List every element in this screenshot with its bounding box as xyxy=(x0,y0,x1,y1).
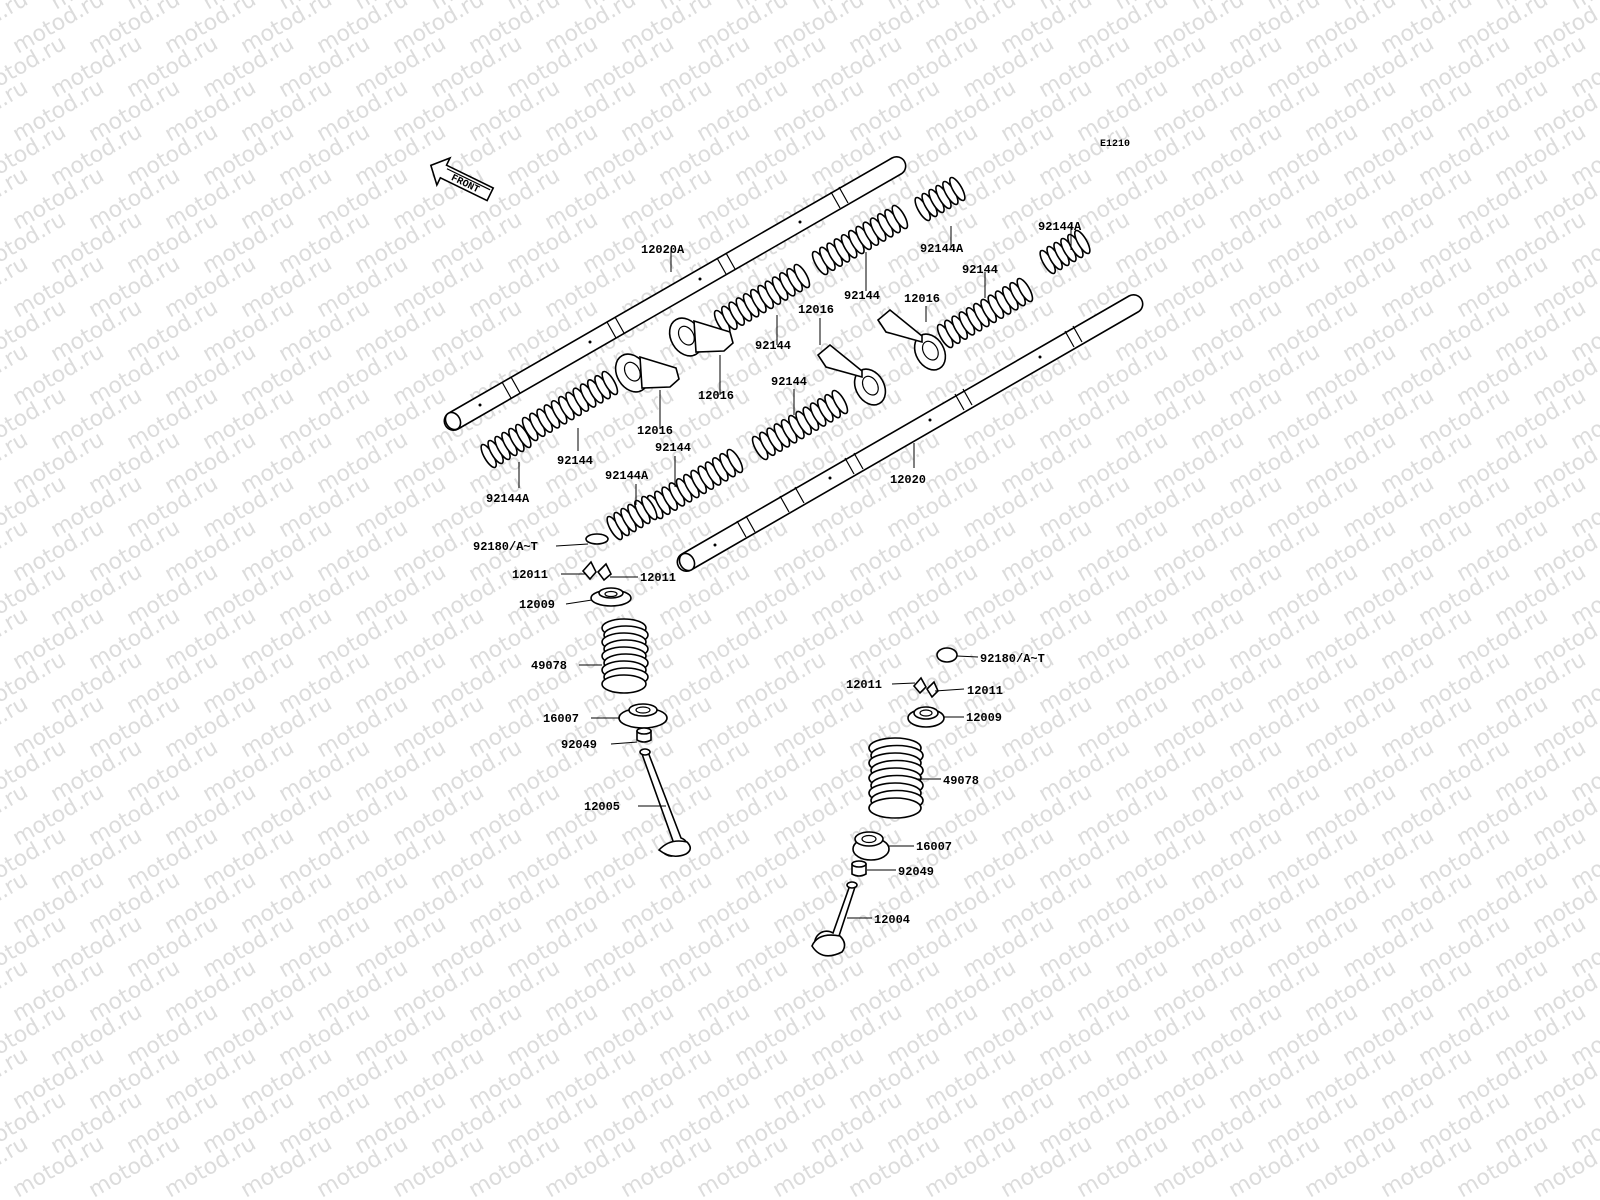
keeper-12011-left-b xyxy=(596,562,612,582)
keeper-12011-right-a xyxy=(912,676,927,695)
label-12009-right: 12009 xyxy=(966,711,1002,725)
spring-coil xyxy=(831,389,849,415)
label-12016-b: 12016 xyxy=(904,292,940,306)
label-12011-left-a: 12011 xyxy=(512,568,548,582)
label-12004: 12004 xyxy=(874,913,910,927)
spring-coil xyxy=(640,495,658,521)
rocker-shaft-12020A xyxy=(443,156,907,431)
label-92144-a: 92144 xyxy=(844,289,880,303)
spring-92144A-top1 xyxy=(914,176,966,222)
label-12016-a: 12016 xyxy=(798,303,834,317)
valve-12004 xyxy=(811,881,858,957)
rocker-arm-12016-c xyxy=(816,343,887,406)
valve-seal-92049-left xyxy=(636,727,652,743)
label-92144A-top1: 92144A xyxy=(920,242,964,256)
cotter-92180-left xyxy=(585,533,609,545)
label-92144-d: 92144 xyxy=(771,375,807,389)
label-92144-f: 92144 xyxy=(655,441,691,455)
rocker-shaft-12020 xyxy=(676,294,1144,572)
spring-92144-c xyxy=(713,263,811,335)
valve-spring-coil xyxy=(601,674,647,694)
rocker-arm-12016-a xyxy=(614,353,680,393)
spring-coil xyxy=(726,448,744,474)
label-12020: 12020 xyxy=(890,473,926,487)
spring-coil xyxy=(514,423,532,449)
label-92144-e: 92144 xyxy=(557,454,593,468)
label-12011-right-a: 12011 xyxy=(846,678,882,692)
label-92180-left: 92180/A~T xyxy=(473,540,538,554)
diagram-code: E1210 xyxy=(1100,139,1130,150)
label-92144A-left: 92144A xyxy=(486,492,530,506)
label-49078-left: 49078 xyxy=(531,659,567,673)
spring-coil xyxy=(793,263,811,289)
valve-assembly-right xyxy=(811,647,958,957)
label-12016-d: 12016 xyxy=(637,424,673,438)
label-92144A-mid: 92144A xyxy=(605,469,649,483)
spring-seat-16007-left xyxy=(618,703,668,729)
valve-spring-49078-left xyxy=(601,618,649,694)
spring-92144-b xyxy=(936,277,1034,349)
rocker-arm-12016-b xyxy=(668,317,734,357)
spring-coil xyxy=(891,204,909,230)
label-12009-left: 12009 xyxy=(519,598,555,612)
spring-92144A-top2 xyxy=(1039,229,1091,275)
part-labels: 12020A 92144A 92144A 92144 92144 12016 1… xyxy=(473,220,1082,927)
spring-coil xyxy=(601,370,619,396)
spring-coil xyxy=(1016,277,1034,303)
valve-assembly-left xyxy=(581,533,692,858)
spring-coil xyxy=(948,176,966,202)
spring-92144-d xyxy=(751,389,849,461)
label-12016-c: 12016 xyxy=(698,389,734,403)
label-12005: 12005 xyxy=(584,800,620,814)
label-92144-c: 92144 xyxy=(755,339,791,353)
valve-spring-coil xyxy=(868,797,922,819)
label-12011-left-b: 12011 xyxy=(640,571,676,585)
keeper-12011-left-a xyxy=(581,560,597,581)
label-49078-right: 49078 xyxy=(943,774,979,788)
spring-92144-f xyxy=(646,448,744,520)
spring-92144-a xyxy=(811,204,909,276)
spring-92144A-left xyxy=(480,423,532,469)
label-12011-right-b: 12011 xyxy=(967,684,1003,698)
label-92049-left: 92049 xyxy=(561,738,597,752)
spring-layer xyxy=(480,176,1091,541)
spring-seat-16007-right xyxy=(852,831,890,861)
valve-seal-92049-right xyxy=(851,860,867,877)
leader-lines xyxy=(518,226,1072,919)
spring-92144-e xyxy=(521,370,619,442)
label-92180-right: 92180/A~T xyxy=(980,652,1045,666)
retainer-12009-left xyxy=(590,587,632,607)
label-12020A: 12020A xyxy=(641,243,685,257)
label-16007-right: 16007 xyxy=(916,840,952,854)
retainer-12009-right xyxy=(907,706,945,728)
valve-spring-49078-right xyxy=(868,737,924,819)
label-16007-left: 16007 xyxy=(543,712,579,726)
rocker-arm-12016-d xyxy=(876,308,947,371)
label-92144A-top2: 92144A xyxy=(1038,220,1082,234)
spring-coil xyxy=(1073,229,1091,255)
label-92144-b: 92144 xyxy=(962,263,998,277)
cotter-92180-right xyxy=(936,647,958,663)
valve-12005 xyxy=(639,748,692,858)
spring-92144A-mid xyxy=(606,495,658,541)
label-92049-right: 92049 xyxy=(898,865,934,879)
